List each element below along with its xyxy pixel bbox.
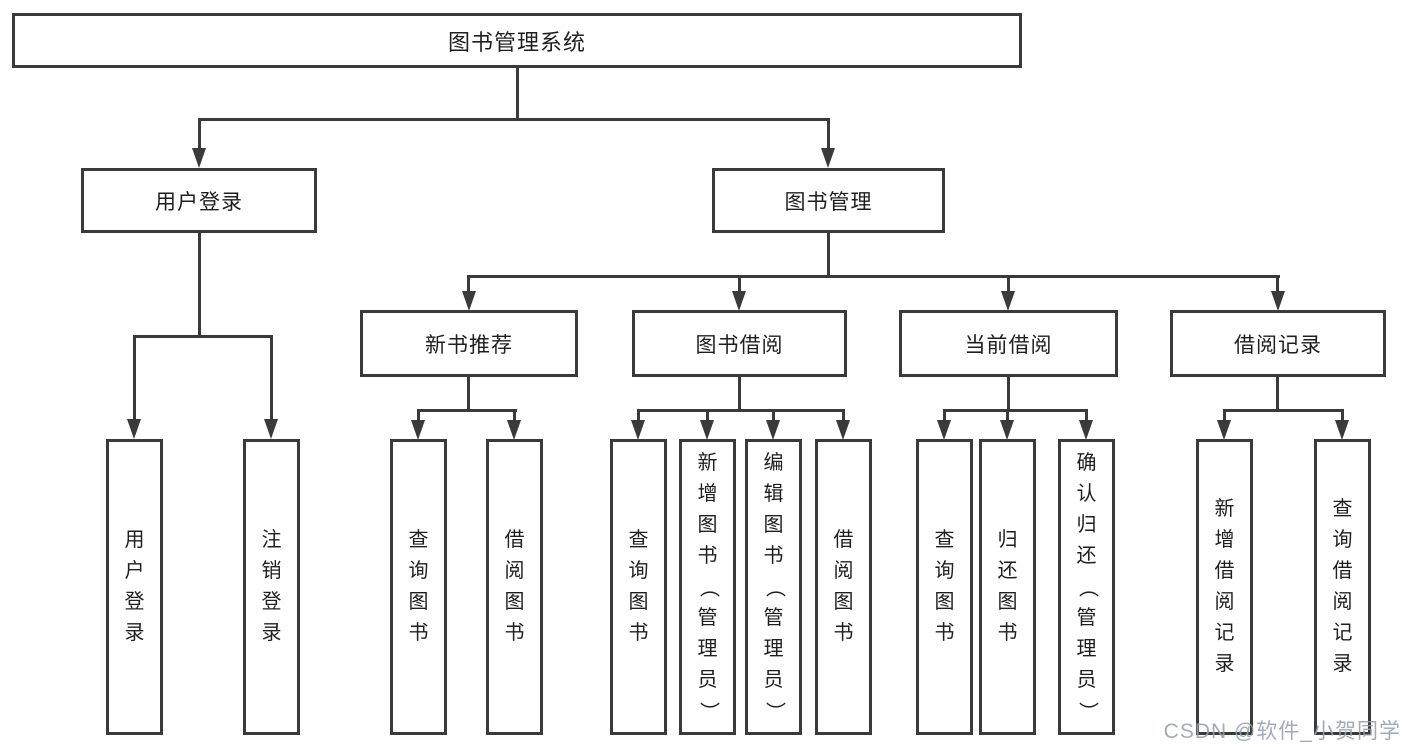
node-confirm-return-admin: 确认归还（管理员） bbox=[1058, 439, 1115, 735]
connector-line bbox=[516, 68, 519, 118]
node-add-borrowing-record: 新增借阅记录 bbox=[1196, 439, 1253, 735]
connector-line bbox=[1276, 275, 1279, 297]
node-label: 归还图书 bbox=[997, 529, 1018, 644]
connector-line bbox=[1006, 409, 1009, 423]
node-borrow-books: 借阅图书 bbox=[815, 439, 872, 735]
connector-line bbox=[1085, 409, 1088, 423]
arrow-down-icon bbox=[631, 420, 645, 440]
connector-line bbox=[1007, 377, 1010, 411]
node-borrow-books-recommend: 借阅图书 bbox=[486, 439, 543, 735]
connector-line bbox=[706, 409, 709, 423]
node-query-borrowing-record: 查询借阅记录 bbox=[1314, 439, 1371, 735]
node-label: 借阅记录 bbox=[1234, 333, 1322, 357]
arrow-down-icon bbox=[411, 420, 425, 440]
connector-line bbox=[133, 335, 136, 425]
node-current-borrowing: 当前借阅 bbox=[899, 310, 1118, 377]
arrow-down-icon bbox=[1079, 420, 1093, 440]
node-label: 查询图书 bbox=[628, 529, 649, 644]
arrow-down-icon bbox=[700, 420, 714, 440]
node-label: 当前借阅 bbox=[964, 333, 1053, 357]
node-label: 查询图书 bbox=[408, 529, 429, 644]
connector-line bbox=[1341, 409, 1344, 423]
arrow-down-icon bbox=[507, 420, 521, 440]
arrow-down-icon bbox=[1001, 291, 1015, 311]
arrow-down-icon bbox=[462, 291, 476, 311]
node-edit-book-admin: 编辑图书（管理员） bbox=[745, 439, 802, 735]
arrow-down-icon bbox=[127, 419, 141, 439]
connector-line bbox=[417, 409, 420, 423]
arrow-down-icon bbox=[1335, 420, 1349, 440]
node-label: 借阅图书 bbox=[504, 529, 525, 644]
connector-line bbox=[1223, 409, 1226, 423]
arrow-down-icon bbox=[766, 420, 780, 440]
node-return-books: 归还图书 bbox=[979, 439, 1036, 735]
node-label: 图书管理系统 bbox=[447, 29, 586, 55]
node-book-management: 图书管理 bbox=[712, 168, 945, 233]
node-label: 新书推荐 bbox=[425, 333, 513, 357]
connector-line bbox=[1276, 377, 1279, 411]
connector-line bbox=[738, 377, 741, 411]
connector-line bbox=[738, 275, 741, 297]
connector-line bbox=[467, 377, 470, 411]
connector-line bbox=[198, 233, 201, 335]
node-label: 新增图书（管理员） bbox=[697, 451, 719, 722]
arrow-down-icon bbox=[264, 419, 278, 439]
node-query-books-current: 查询图书 bbox=[916, 439, 973, 735]
node-label: 编辑图书（管理员） bbox=[763, 451, 785, 722]
node-user-login: 用户登录 bbox=[81, 168, 317, 233]
arrow-down-icon bbox=[1217, 420, 1231, 440]
connector-line bbox=[133, 335, 273, 338]
node-label: 图书借阅 bbox=[695, 333, 784, 357]
node-logout-login: 注销登录 bbox=[243, 439, 300, 735]
node-label: 用户登录 bbox=[155, 190, 243, 214]
watermark: CSDN @软件_小贺同学 bbox=[1163, 720, 1401, 743]
connector-line bbox=[842, 409, 845, 423]
connector-line bbox=[827, 118, 830, 152]
connector-line bbox=[943, 409, 946, 423]
connector-line bbox=[637, 409, 845, 412]
node-query-books-borrowing: 查询图书 bbox=[610, 439, 667, 735]
arrow-down-icon bbox=[937, 420, 951, 440]
node-label: 确认归还（管理员） bbox=[1076, 451, 1098, 722]
connector-line bbox=[417, 409, 517, 412]
connector-line bbox=[198, 118, 830, 121]
arrow-down-icon bbox=[732, 291, 746, 311]
arrow-down-icon bbox=[192, 148, 206, 168]
node-label: 图书管理 bbox=[784, 190, 873, 214]
node-add-book-admin: 新增图书（管理员） bbox=[679, 439, 736, 735]
node-label: 借阅图书 bbox=[833, 529, 854, 644]
node-user-login-leaf: 用户登录 bbox=[106, 439, 163, 735]
connector-line bbox=[1223, 409, 1344, 412]
node-label: 查询图书 bbox=[934, 529, 955, 644]
arrow-down-icon bbox=[821, 148, 835, 168]
node-new-book-recommendation: 新书推荐 bbox=[360, 310, 578, 377]
connector-line bbox=[827, 233, 830, 277]
connector-line bbox=[772, 409, 775, 423]
node-label: 新增借阅记录 bbox=[1214, 498, 1235, 675]
node-label: 用户登录 bbox=[124, 529, 145, 644]
connector-line bbox=[513, 409, 516, 423]
connector-line bbox=[198, 118, 201, 152]
connector-line bbox=[270, 335, 273, 425]
connector-line bbox=[1007, 275, 1010, 297]
connector-line bbox=[467, 275, 470, 297]
node-borrowing-records: 借阅记录 bbox=[1170, 310, 1386, 377]
arrow-down-icon bbox=[1000, 420, 1014, 440]
node-label: 查询借阅记录 bbox=[1332, 498, 1353, 675]
connector-line bbox=[637, 409, 640, 423]
arrow-down-icon bbox=[1271, 291, 1285, 311]
node-query-books-recommend: 查询图书 bbox=[390, 439, 447, 735]
node-library-management-system: 图书管理系统 bbox=[12, 13, 1022, 68]
node-book-borrowing: 图书借阅 bbox=[632, 310, 847, 377]
node-label: 注销登录 bbox=[261, 529, 282, 644]
connector-line bbox=[943, 409, 1088, 412]
arrow-down-icon bbox=[836, 420, 850, 440]
connector-line bbox=[467, 275, 1280, 278]
